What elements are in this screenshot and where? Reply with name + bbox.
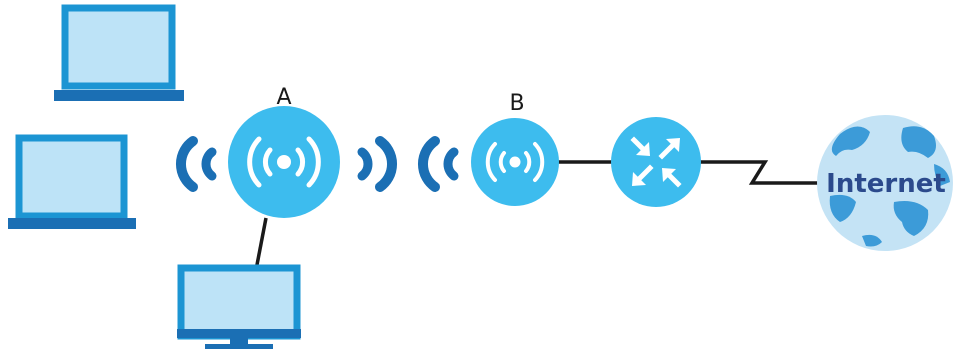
wifi-symbol-icon [247,136,321,188]
laptop-icon [8,134,136,229]
globe-icon [817,115,953,251]
ap-a-label: A [276,85,291,110]
wifi-signal-icon [418,136,459,192]
ap-a-to-desktop-cable [254,217,268,271]
internet-cloud: Internet [817,115,953,251]
access-point-b: B [471,91,559,206]
desktop-monitor-icon [177,264,301,349]
connection-lines [254,160,830,271]
router-icon [611,117,701,207]
internet-label: Internet [826,169,946,199]
router-to-internet-wan-link [700,160,830,185]
access-point-a: A [228,85,340,218]
ap-b-label: B [509,91,524,116]
wifi-signal-icon [176,136,217,192]
wifi-symbol-icon [485,142,545,182]
wifi-signal-icon [357,136,397,192]
laptop-icon [54,4,184,101]
